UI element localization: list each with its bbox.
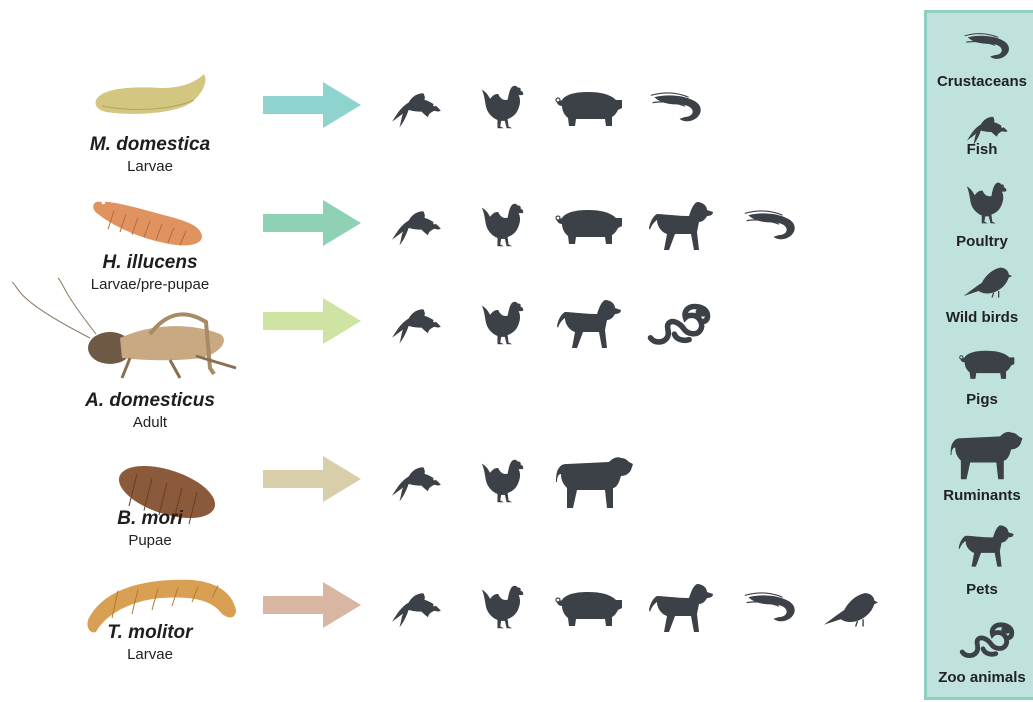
fish-icon (388, 301, 444, 347)
fish-icon (388, 585, 444, 631)
zoo-animal-icon (646, 301, 712, 347)
pig-icon (958, 347, 1016, 381)
crustacean-icon (962, 31, 1012, 63)
feed-use (554, 206, 624, 262)
arrow (263, 582, 363, 628)
crustacean-icon (740, 208, 800, 244)
legend-label: Crustaceans (917, 73, 1033, 90)
feed-use (646, 198, 716, 254)
feed-use (646, 90, 716, 146)
legend-label: Ruminants (917, 487, 1033, 504)
crustacean-icon (646, 90, 706, 126)
poultry-icon (480, 298, 526, 350)
feed-use (480, 82, 550, 138)
feed-use (480, 298, 550, 354)
insect-illustration (92, 72, 212, 127)
feed-use (554, 452, 624, 508)
legend-label: Fish (917, 141, 1033, 158)
feed-use (480, 456, 550, 512)
species-name: T. molitor (40, 622, 260, 644)
species-name: A. domesticus (40, 390, 260, 412)
poultry-icon (480, 582, 526, 634)
legend-item (927, 619, 1033, 661)
feed-use (480, 200, 550, 256)
feed-use (740, 208, 810, 264)
pet-icon (957, 521, 1017, 571)
legend-label: Poultry (917, 233, 1033, 250)
poultry-icon (480, 200, 526, 252)
pet-icon (646, 580, 718, 636)
feed-use (388, 585, 458, 641)
feed-use (646, 301, 716, 357)
fish-icon (388, 203, 444, 249)
legend-label: Pets (917, 581, 1033, 598)
feed-use (554, 588, 624, 644)
feed-use (646, 580, 716, 636)
feed-use (388, 203, 458, 259)
pig-icon (554, 206, 624, 246)
insect-illustration (10, 278, 250, 393)
legend-item (927, 179, 1033, 229)
ruminant-icon (554, 452, 636, 512)
species-name: M. domestica (40, 134, 260, 156)
feed-use (740, 590, 810, 646)
legend-label: Zoo animals (917, 669, 1033, 686)
life-stage: Adult (40, 414, 260, 431)
feed-use (554, 88, 624, 144)
feed-use (554, 296, 624, 352)
feed-use (388, 85, 458, 141)
legend-item (927, 427, 1033, 483)
zoo-animal-icon (959, 619, 1015, 661)
cricket-image (10, 278, 250, 388)
pig-icon (554, 588, 624, 628)
legend-item (927, 263, 1033, 299)
poultry-icon (965, 179, 1009, 229)
fish-icon (388, 85, 444, 131)
pig-icon (554, 88, 624, 128)
soldier-fly-larva-image (90, 194, 210, 250)
pet-icon (646, 198, 718, 254)
arrow (263, 456, 363, 502)
arrow (263, 200, 363, 246)
species-name: B. mori (40, 508, 260, 530)
pet-icon (554, 296, 626, 352)
housefly-larva-image (92, 72, 212, 122)
feed-use (388, 301, 458, 357)
arrow (263, 298, 363, 344)
wild-bird-icon (962, 263, 1012, 299)
feed-use (480, 582, 550, 638)
legend-label: Wild birds (917, 309, 1033, 326)
crustacean-icon (740, 590, 800, 626)
species-name: H. illucens (40, 252, 260, 274)
feed-use (822, 588, 892, 644)
feed-use (388, 459, 458, 515)
fish-icon (388, 459, 444, 505)
life-stage: Larvae (40, 158, 260, 175)
legend-item (927, 31, 1033, 63)
insect-illustration (90, 194, 210, 255)
legend-item (927, 347, 1033, 381)
life-stage: Pupae (40, 532, 260, 549)
wild-bird-icon (822, 588, 878, 628)
poultry-icon (480, 456, 526, 508)
life-stage: Larvae (40, 646, 260, 663)
legend-label: Pigs (917, 391, 1033, 408)
poultry-icon (480, 82, 526, 134)
ruminant-icon (948, 427, 1026, 483)
arrow (263, 82, 363, 128)
legend-item (927, 521, 1033, 571)
